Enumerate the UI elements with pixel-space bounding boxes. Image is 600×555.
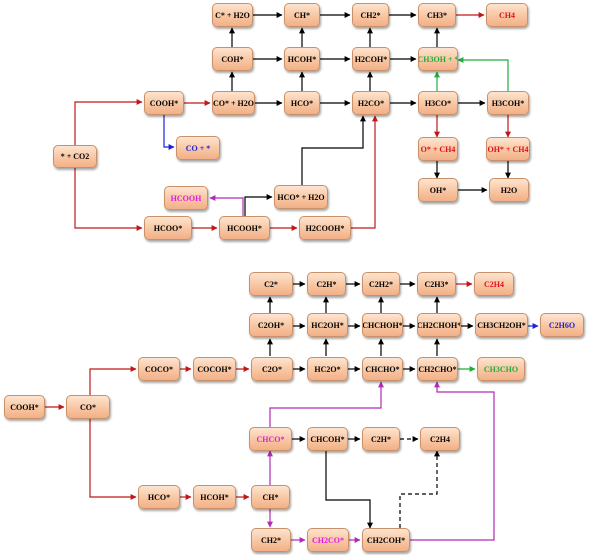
node-chchoh: CHCHOH* <box>362 313 403 337</box>
arrow-ch2coh-c2h4 <box>399 450 440 528</box>
node-h3co: H3CO* <box>418 91 458 115</box>
node-h2o: H2O <box>489 178 529 202</box>
node-cooh: COOH* <box>144 91 184 115</box>
node-hcooh-ads: HCOOH* <box>219 216 270 240</box>
node-co2: * + CO2 <box>53 145 97 168</box>
node-ch2cho: CH2CHO* <box>417 357 458 381</box>
node-chcho: CHCHO* <box>362 357 403 381</box>
arrow-hcooh-desorb <box>209 195 244 216</box>
node-c2h4-product: C2H4 <box>474 272 514 296</box>
arrow-co2-hcoo <box>74 168 143 231</box>
arrow-chco-chcho <box>269 381 384 427</box>
arrow-chcoh-ch2coh <box>325 451 373 529</box>
node-h3coh: H3COH* <box>487 91 529 115</box>
node-coco: COCO* <box>138 357 180 381</box>
arrow-cooh-co-gas <box>163 115 175 150</box>
node-chcoh: CHCOH* <box>307 427 348 451</box>
arrow-h3coh-ch3oh <box>457 57 509 91</box>
node-hc2oh: HC2OH* <box>307 313 348 337</box>
node-cocoh: COCOH* <box>193 357 236 381</box>
arrow-co-coco <box>89 366 137 395</box>
node-ch3ch2oh: CH3CH2OH* <box>475 313 528 337</box>
node-chco: CHCO* <box>249 427 292 451</box>
arrow-ch2coh-ch2cho <box>410 381 495 541</box>
node-c2h: C2H* <box>307 272 346 296</box>
node-hco: HCO* <box>284 91 320 115</box>
node-hcoh-bottom: HCOH* <box>193 485 236 509</box>
arrow-co2-cooh <box>74 99 143 145</box>
node-cooh-bottom: COOH* <box>4 395 45 419</box>
node-oh-ch4: OH* + CH4 <box>486 137 530 161</box>
arrow-hco-h2o-h2co <box>301 115 366 185</box>
node-c2h2: C2H2* <box>362 272 400 296</box>
node-ch2-bottom: CH2* <box>251 528 291 552</box>
node-ch3oh: CH3OH + * <box>418 47 458 71</box>
node-hco-h2o: HCO* + H2O <box>274 185 328 209</box>
arrow-co-hco <box>89 419 137 500</box>
node-hco-bottom: HCO* <box>138 485 180 509</box>
node-c2h3: C2H3* <box>417 272 456 296</box>
node-ch4: CH4 <box>486 3 528 27</box>
node-c2: C2* <box>249 272 293 296</box>
node-oh: OH* <box>418 178 458 202</box>
node-c2o: C2O* <box>251 357 293 381</box>
node-co-bottom: CO* <box>66 395 110 419</box>
node-c2oh: C2OH* <box>249 313 293 337</box>
node-c2h6o: C2H6O <box>540 313 584 337</box>
node-ch2chhoh: CH2CHOH* <box>417 313 461 337</box>
arrow-hcooh-hco-h2o <box>244 194 273 216</box>
node-ch2coh: CH2COH* <box>362 528 410 552</box>
node-h2co: H2CO* <box>352 91 390 115</box>
node-co-h2o: CO* + H2O <box>212 91 255 115</box>
node-ch2: CH2* <box>352 3 389 27</box>
node-ch: CH* <box>284 3 320 27</box>
node-c2h-lower: C2H* <box>362 427 400 451</box>
node-c2h4-lower: C2H4 <box>420 427 460 451</box>
node-ch-bottom: CH* <box>251 485 290 509</box>
node-c-h2o: C* + H2O <box>212 3 253 27</box>
node-coh: COH* <box>212 47 253 71</box>
node-co-gas: CO + * <box>176 136 220 160</box>
node-o-ch4: O* + CH4 <box>418 137 458 161</box>
node-ch3: CH3* <box>418 3 456 27</box>
arrow-h2cooh-h2co <box>351 115 378 229</box>
node-h2coh: H2COH* <box>352 47 390 71</box>
node-hcooh-gas: HCOOH <box>164 186 208 210</box>
node-ch2co: CH2CO* <box>307 528 349 552</box>
node-h2cooh: H2COOH* <box>299 216 351 240</box>
node-hc2o: HC2O* <box>307 357 348 381</box>
node-hcoh: HCOH* <box>284 47 320 71</box>
node-hcoo: HCOO* <box>144 216 192 240</box>
node-ch3cho: CH3CHO <box>477 357 525 381</box>
